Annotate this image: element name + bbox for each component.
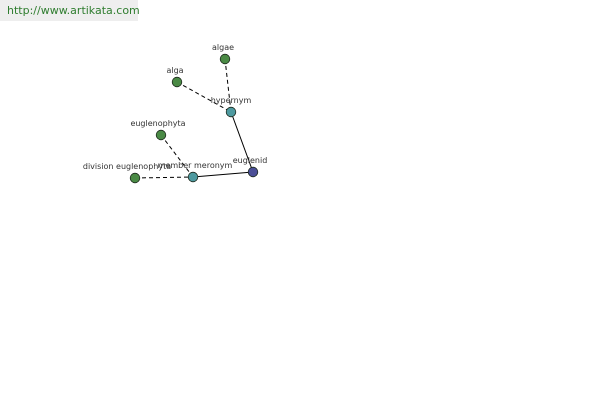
edge-alga-to-hypernym [176,81,232,113]
graph-nodes [129,53,259,184]
edge-euglenophyta-to-member-meronym [160,134,194,178]
source-link-bar: http://www.artikata.com [0,0,140,21]
node-label-member-meronym: member meronym [158,161,233,170]
node-algae[interactable] [219,53,231,65]
node-label-hypernym: hypernym [211,96,252,105]
edge-division-euglenophyta-to-member-meronym [134,176,194,179]
node-label-algae: algae [212,43,234,52]
graph-edges [134,58,254,179]
node-euglenophyta[interactable] [155,129,167,141]
node-label-division-euglenophyta: division euglenophyta [83,162,171,171]
node-euglenid[interactable] [247,166,259,178]
edge-member-meronym-to-euglenid [192,171,254,178]
node-hypernym[interactable] [225,106,237,118]
node-division-euglenophyta[interactable] [129,172,141,184]
node-alga[interactable] [171,76,183,88]
edge-hypernym-to-euglenid [230,111,254,173]
node-label-alga: alga [166,66,183,75]
node-member-meronym[interactable] [187,171,199,183]
graph-labels: algae alga hypernym euglenophyta division eu… [83,43,267,171]
node-label-euglenid: euglenid [233,156,268,165]
source-link[interactable]: http://www.artikata.com [7,4,140,17]
node-label-euglenophyta: euglenophyta [130,119,185,128]
edge-algae-to-hypernym [224,58,232,113]
